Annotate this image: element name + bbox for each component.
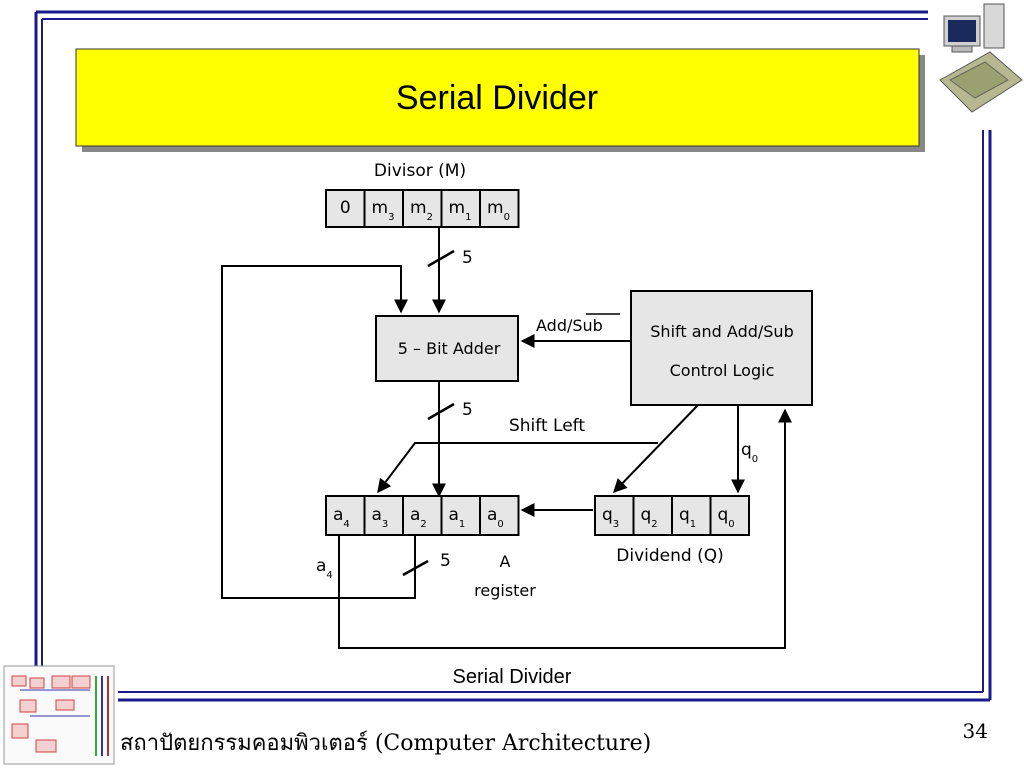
divisor-register-cell-label: m0 <box>487 198 510 223</box>
page-number: 34 <box>963 719 988 743</box>
system-diagram-thumbnail-icon <box>3 665 115 765</box>
a-register-cell-label: a1 <box>449 505 466 530</box>
shift-left-label: Shift Left <box>509 416 585 436</box>
figure-caption: Serial Divider <box>453 666 572 688</box>
divisor-register: 0 m3 m2 m1 m0 <box>325 189 520 228</box>
control-logic-label-line2: Control Logic <box>670 361 775 380</box>
a-register: a4 a3 a2 a1 a0 <box>325 495 520 536</box>
q-register-cell-label: q3 <box>602 505 619 530</box>
slide-frame <box>34 10 992 702</box>
a-register-cell: a2 <box>402 495 443 536</box>
a-register-label-word: register <box>474 581 536 600</box>
divisor-register-cell-label: 0 <box>340 198 351 218</box>
divisor-register-cell-label: m3 <box>372 198 395 223</box>
divisor-register-cell-label: m1 <box>449 198 472 223</box>
q-register-cell: q3 <box>594 495 635 536</box>
computer-icon <box>939 3 1023 113</box>
dividend-label: Dividend (Q) <box>616 546 723 566</box>
divisor-register-cell: m0 <box>479 189 520 228</box>
title-bar: Serial Divider <box>75 48 925 152</box>
q-register-cell: q1 <box>671 495 712 536</box>
a-register-cell: a1 <box>440 495 481 536</box>
footer-course-title: สถาปัตยกรรมคอมพิวเตอร์ (Computer Archite… <box>120 731 651 756</box>
a-register-cell: a4 <box>325 495 366 536</box>
a-register-cell: a3 <box>363 495 404 536</box>
divisor-register-cell: 0 <box>325 189 366 228</box>
a-register-cell-label: a4 <box>333 505 350 530</box>
a4-output-label: a4 <box>316 556 333 581</box>
control-logic-block: Shift and Add/Sub Control Logic <box>630 290 813 406</box>
a-register-cell-label: a3 <box>372 505 389 530</box>
q-register-cell: q0 <box>709 495 750 536</box>
control-logic-label-line1: Shift and Add/Sub <box>650 322 793 341</box>
divisor-label: Divisor (M) <box>374 161 466 181</box>
a-register-label: A <box>500 552 511 571</box>
bit-adder-label: 5 – Bit Adder <box>398 339 501 358</box>
add-sub-signal-label: Add/Sub <box>536 316 603 335</box>
dividend-q-register: q3 q2 q1 q0 <box>594 495 750 536</box>
a-register-cell-label: a0 <box>487 505 504 530</box>
a-register-cell: a0 <box>479 495 520 536</box>
divisor-register-cell-label: m2 <box>410 198 433 223</box>
bit-adder-block: 5 – Bit Adder <box>375 315 519 382</box>
bus-width-label: 5 <box>462 400 473 420</box>
slide-title: Serial Divider <box>396 79 598 117</box>
q0-signal-label: q0 <box>741 440 758 465</box>
a-register-cell-label: a2 <box>410 505 427 530</box>
q-register-cell-label: q2 <box>641 505 658 530</box>
divisor-register-cell: m1 <box>440 189 481 228</box>
divisor-register-cell: m2 <box>402 189 443 228</box>
q-register-cell-label: q0 <box>718 505 735 530</box>
bus-width-label: 5 <box>440 551 451 571</box>
q-register-cell: q2 <box>632 495 673 536</box>
q-register-cell-label: q1 <box>679 505 696 530</box>
divisor-register-cell: m3 <box>363 189 404 228</box>
bus-width-label: 5 <box>462 248 473 268</box>
